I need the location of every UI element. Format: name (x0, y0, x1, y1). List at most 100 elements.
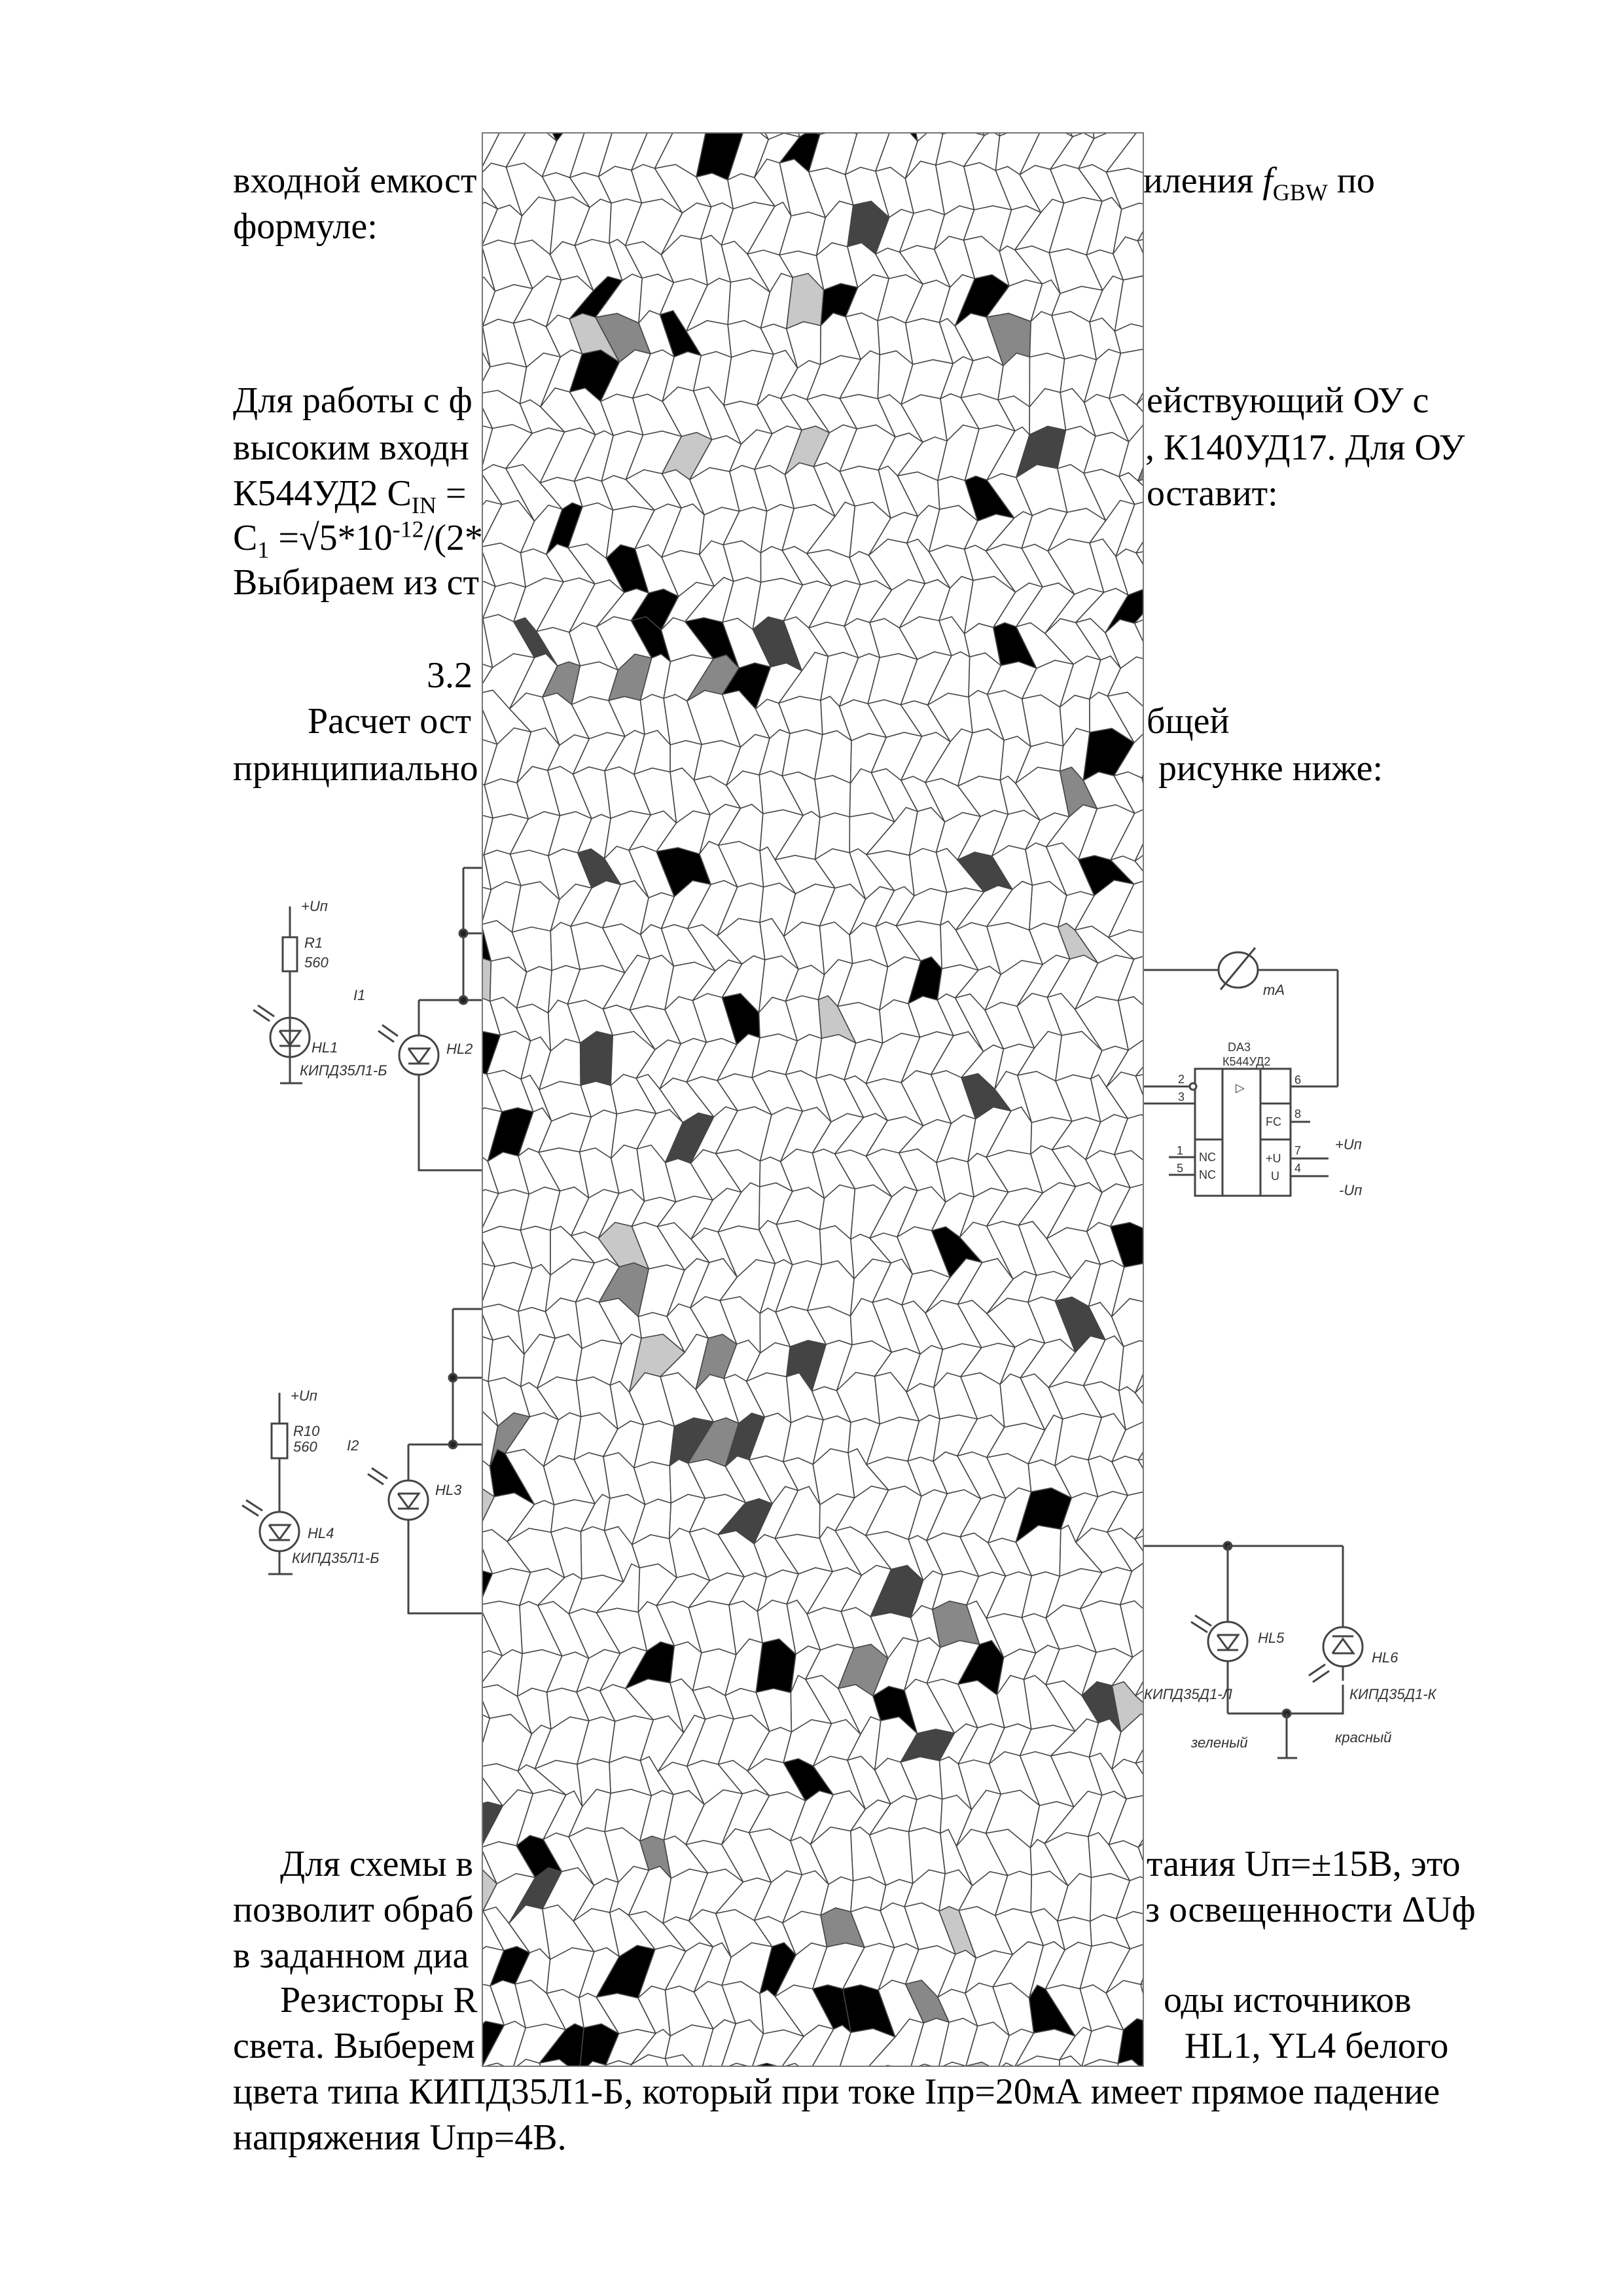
mosaic-cell (1137, 1458, 1143, 1469)
text-line: входной емкост (233, 160, 477, 202)
text-fragment: бщей (1147, 701, 1230, 742)
mosaic-cell (605, 2060, 632, 2066)
text-line: напряжения Uпр=4В. (233, 2117, 567, 2159)
formula-subscript: GBW (1272, 179, 1328, 206)
text-fragment: ействующий ОУ с (1147, 380, 1429, 421)
text-line: позволит обраб (233, 1889, 474, 1931)
mosaic-cell (1137, 479, 1143, 486)
text-fragment: К544УД2 C (233, 473, 412, 514)
nc-label-1: NC (1199, 1151, 1216, 1164)
text-fragment: напряжения Uпр=4В. (233, 2117, 567, 2158)
hl6-color-label: красный (1335, 1729, 1391, 1746)
text-line: света. Выберем (233, 2025, 475, 2067)
text-line: бщей (1147, 700, 1229, 742)
mosaic-cell (1134, 855, 1143, 872)
current-label-upper: I1 (353, 987, 365, 1003)
pin-4-label: 4 (1294, 1162, 1301, 1175)
supply-pos-label: +Uп (1335, 1136, 1362, 1153)
mosaic-cell (587, 2060, 607, 2066)
pin-8-label: 8 (1294, 1107, 1301, 1121)
text-fragment: = (436, 473, 467, 514)
voronoi-mosaic (483, 134, 1143, 2066)
resistor-value-upper: 560 (304, 954, 329, 971)
text-line: оды источников (1164, 1979, 1412, 2021)
mosaic-cell (965, 2021, 1010, 2066)
photodiode-ref-upper: HL2 (446, 1041, 473, 1057)
vplus-label: +U (1266, 1152, 1281, 1165)
mosaic-cell (1135, 1761, 1143, 1775)
mosaic-cell (483, 1488, 495, 1522)
mosaic-cell (1059, 2055, 1082, 2066)
text-fragment: /(2* (423, 518, 483, 558)
mosaic-cell (516, 2058, 541, 2066)
text-fragment: оставит: (1147, 473, 1278, 514)
text-line: Расчет ост (308, 700, 471, 742)
text-fragment: Резисторы R (280, 1980, 478, 2020)
emitter-branch-lower (241, 1393, 300, 1575)
mosaic-cell (781, 2024, 835, 2066)
text-fragment: формуле: (233, 206, 378, 247)
mosaic-cell (1134, 1691, 1143, 1703)
pin-6-label: 6 (1294, 1073, 1301, 1086)
mosaic-cell (1133, 1535, 1143, 1552)
text-fragment: позволит обраб (233, 1890, 474, 1930)
mosaic-cell (756, 2062, 777, 2066)
resistor-ref-upper: R1 (304, 935, 323, 951)
mosaic-cell (1002, 2062, 1014, 2066)
hl1-emitter-symbol (269, 1016, 311, 1058)
text-fragment: Расчет ост (308, 701, 471, 742)
formula-superscript: -12 (392, 516, 424, 543)
mosaic-cell (938, 2017, 978, 2066)
formula-subscript: IN (411, 492, 437, 519)
mosaic-cell (965, 2061, 990, 2066)
text-fragment: цвета типа КИПД35Л1-Б, который при токе … (233, 2072, 1440, 2112)
text-fragment: принципиально (233, 748, 478, 789)
milliammeter-symbol (1217, 951, 1259, 989)
mosaic-cell (1117, 2058, 1140, 2066)
text-fragment: входной емкост (233, 160, 477, 201)
text-fragment: , К140УД17. Для ОУ (1145, 427, 1465, 468)
mosaic-cell (998, 2028, 1035, 2066)
mosaic-cell (1135, 1074, 1143, 1096)
mosaic-cell (812, 2024, 852, 2066)
section-number-text: 3.2 (427, 655, 473, 696)
mosaic-cell (483, 1650, 503, 1683)
meter-unit-label: mA (1263, 982, 1285, 998)
hl5-color-label: зеленый (1190, 1734, 1248, 1751)
mosaic-cell (868, 2018, 925, 2066)
hl2-photodiode-symbol (398, 1034, 440, 1076)
resistor-r1-symbol (281, 936, 298, 973)
section-number: 3.2 (427, 655, 473, 696)
vminus-label: U (1271, 1170, 1279, 1183)
text-line: принципиально (233, 747, 478, 789)
pin-3-label: 3 (1178, 1090, 1185, 1103)
mosaic-overlay (482, 132, 1144, 2067)
text-fragment: C (233, 518, 258, 558)
mosaic-cell (483, 352, 491, 382)
text-line: HL1, YL4 белого (1185, 2025, 1448, 2067)
mosaic-cell (1141, 776, 1143, 783)
resistor-value-lower: 560 (293, 1439, 317, 1455)
mosaic-cell (1137, 1843, 1143, 1861)
mosaic-cell (910, 2017, 950, 2066)
mosaic-cell (630, 2054, 668, 2066)
mosaic-cell (1134, 1384, 1143, 1405)
emitter-part-upper: КИПД35Л1-Б (300, 1062, 387, 1079)
text-line: цвета типа КИПД35Л1-Б, который при токе … (233, 2071, 1440, 2113)
hl5-led-symbol (1207, 1621, 1249, 1662)
hl6-ref-label: HL6 (1372, 1649, 1399, 1666)
text-fragment: тания Uп=±15В, это (1147, 1844, 1461, 1884)
current-label-lower: I2 (347, 1437, 359, 1454)
text-fragment: света. Выберем (233, 2026, 475, 2066)
hl5-ref-label: HL5 (1258, 1630, 1285, 1646)
resistor-r10-symbol (270, 1422, 289, 1460)
text-line: Выбираем из ст (233, 562, 479, 603)
mosaic-cell (919, 2063, 932, 2066)
hl4-emitter-symbol (259, 1511, 300, 1552)
text-line: рисунке ниже: (1158, 747, 1383, 789)
emitter-ref-upper: HL1 (312, 1039, 338, 1056)
mosaic-cell (483, 2020, 527, 2066)
text-fragment: в заданном диа (233, 1935, 469, 1976)
mosaic-cell (1135, 551, 1143, 565)
text-line: силения fGBW по (1127, 160, 1375, 204)
